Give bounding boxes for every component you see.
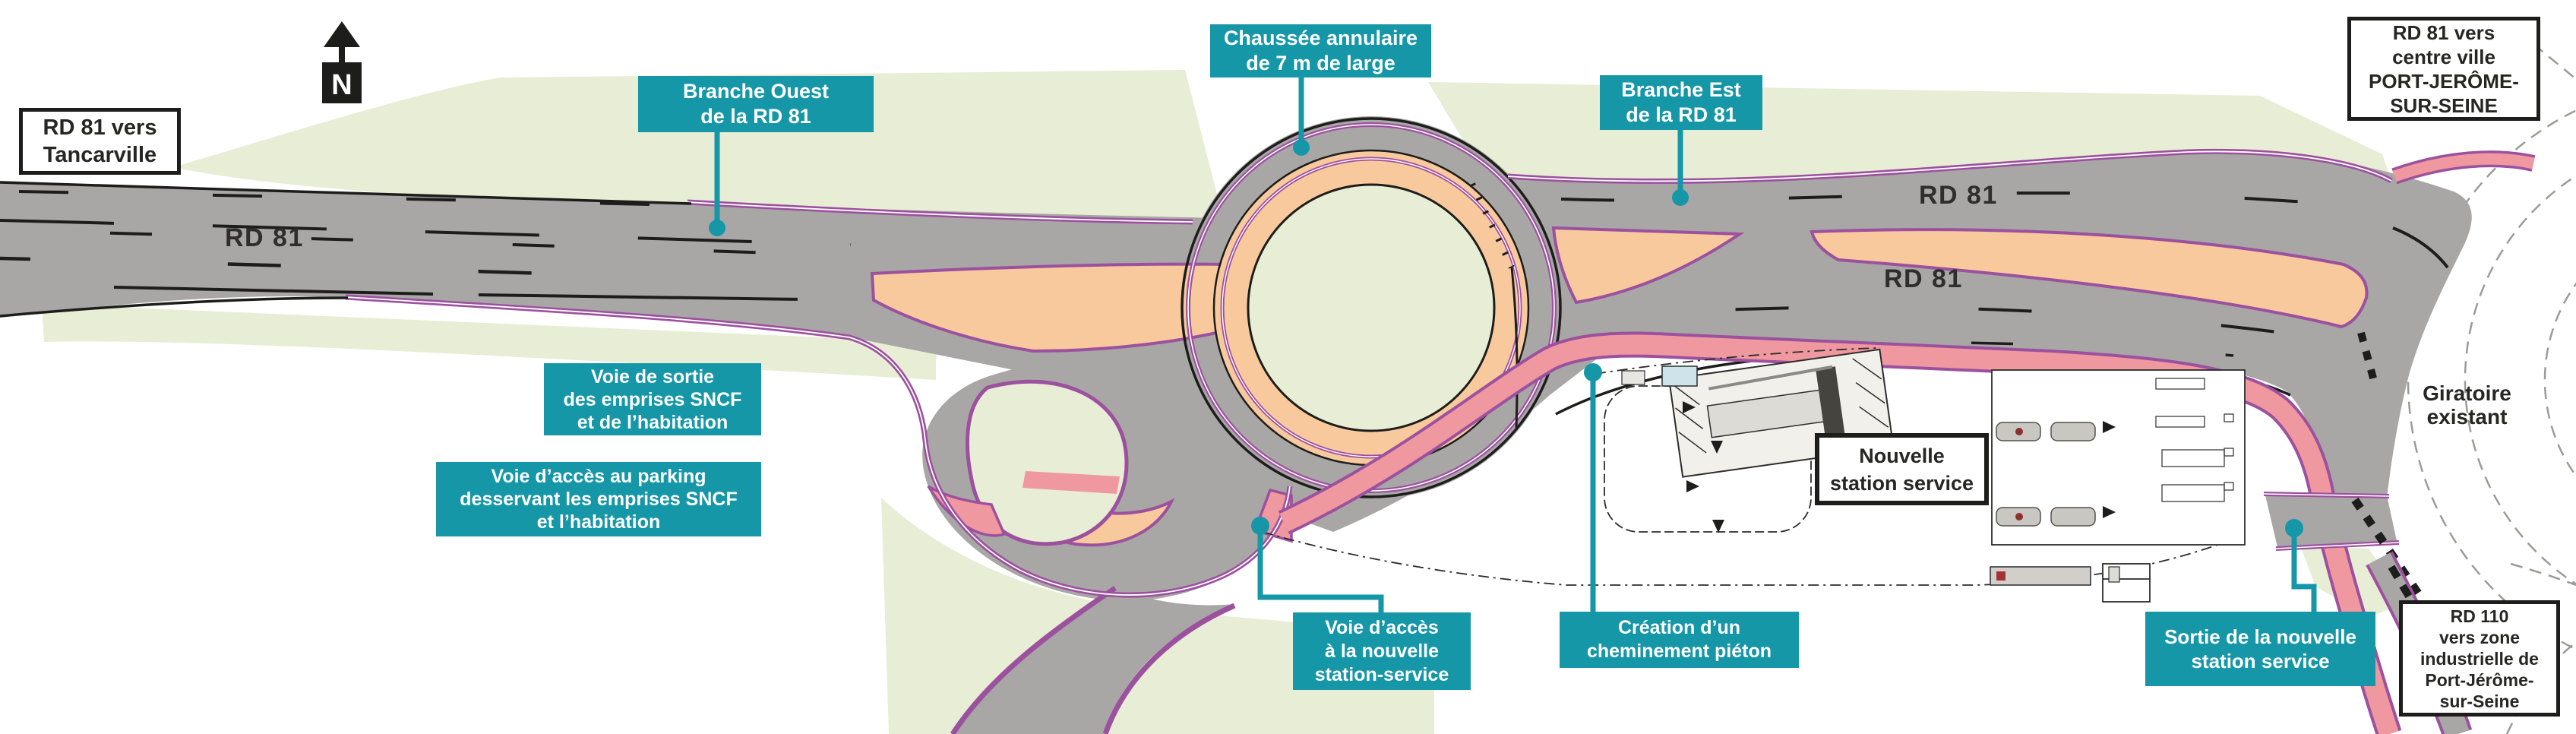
north-arrow-icon: N bbox=[322, 21, 362, 103]
roundabout-central-island bbox=[1247, 183, 1496, 432]
callout-branche-ouest: Branche Ouest de la RD 81 bbox=[638, 76, 874, 132]
sign-line: PORT-JERÔME- bbox=[2369, 69, 2519, 93]
sign-line: vers zone bbox=[2439, 627, 2521, 647]
teardrop-island bbox=[966, 379, 1129, 546]
label-line: Giratoire bbox=[2423, 381, 2511, 405]
road-rd81-east bbox=[1493, 151, 2472, 498]
callout-line: de la RD 81 bbox=[1626, 103, 1737, 126]
callout-line: de 7 m de large bbox=[1246, 52, 1395, 74]
sign-line: SUR-SEINE bbox=[2390, 93, 2498, 117]
sign-line: sur-Seine bbox=[2439, 691, 2520, 711]
sign-line: Port-Jérôme- bbox=[2425, 669, 2534, 690]
callout-chaussee-annulaire: Chaussée annulaire de 7 m de large bbox=[1210, 24, 1431, 78]
sign-line: RD 110 bbox=[2450, 606, 2509, 626]
pink-works bbox=[927, 471, 1293, 543]
callout-line: de la RD 81 bbox=[700, 105, 811, 128]
callout-voie-acces-station: Voie d’accès à la nouvelle station-servi… bbox=[1293, 612, 1471, 690]
callout-line: station service bbox=[2191, 650, 2330, 672]
callout-line: et de l’habitation bbox=[577, 411, 729, 433]
callout-line: Voie d’accès bbox=[1325, 616, 1439, 638]
callout-line: Branche Ouest bbox=[682, 80, 830, 103]
callout-line: Branche Est bbox=[1621, 78, 1741, 101]
callout-line: à la nouvelle bbox=[1324, 640, 1440, 662]
sign-line: Nouvelle bbox=[1859, 444, 1945, 467]
label-line: existant bbox=[2426, 405, 2508, 429]
road-label-rd81-east-lower: RD 81 bbox=[1884, 264, 1963, 293]
sign-rd81-tancarville: RD 81 vers Tancarville bbox=[19, 108, 181, 175]
north-arrow-letter: N bbox=[331, 69, 352, 101]
callout-line: Création d’un bbox=[1617, 617, 1741, 638]
sign-line: RD 81 vers bbox=[2392, 21, 2495, 44]
callout-creation-cheminement: Création d’un cheminement piéton bbox=[1560, 612, 1799, 668]
callout-sortie-station: Sortie de la nouvelle station service bbox=[2145, 612, 2375, 686]
sign-line: centre ville bbox=[2392, 45, 2495, 68]
callout-line: station-service bbox=[1314, 663, 1449, 685]
sign-rd110-zone-industrielle: RD 110 vers zone industrielle de Port-Jé… bbox=[2399, 600, 2560, 717]
callout-voie-sortie-sncf: Voie de sortie des emprises SNCF et de l… bbox=[544, 363, 761, 435]
road-south-exit bbox=[951, 587, 1234, 734]
sign-line: Tancarville bbox=[43, 143, 157, 167]
callout-branche-est: Branche Est de la RD 81 bbox=[1600, 75, 1762, 130]
purple-lane-edges bbox=[345, 148, 2393, 734]
callout-leaders bbox=[714, 78, 2317, 612]
road-label-rd81-east-upper: RD 81 bbox=[1919, 181, 1998, 210]
sign-line: RD 81 vers bbox=[43, 115, 157, 140]
road-label-rd81-west: RD 81 bbox=[225, 223, 304, 252]
callout-line: des emprises SNCF bbox=[563, 388, 742, 410]
sign-line: station service bbox=[1829, 471, 1974, 495]
callout-dots bbox=[709, 139, 2303, 537]
sign-nouvelle-station: Nouvelle station service bbox=[1815, 433, 1989, 505]
pink-sliver-ne bbox=[2391, 150, 2536, 185]
callout-line: et l’habitation bbox=[536, 511, 661, 533]
callout-line: cheminement piéton bbox=[1586, 641, 1772, 662]
flow-arrows bbox=[1683, 401, 2116, 533]
callout-line: desservant les emprises SNCF bbox=[460, 489, 738, 510]
callout-line: Sortie de la nouvelle bbox=[2164, 625, 2356, 648]
callout-voie-acces-parking: Voie d’accès au parking desservant les e… bbox=[436, 462, 761, 536]
fuel-pump-vehicles bbox=[1996, 422, 2096, 527]
sign-line: industrielle de bbox=[2420, 648, 2539, 669]
callout-line: Voie d’accès au parking bbox=[491, 466, 706, 487]
sign-rd81-centre-ville: RD 81 vers centre ville PORT-JERÔME- SUR… bbox=[2347, 17, 2540, 121]
callout-line: Voie de sortie bbox=[590, 365, 715, 388]
label-giratoire-existant: Giratoire existant bbox=[2393, 381, 2541, 429]
callout-line: Chaussée annulaire bbox=[1223, 27, 1418, 49]
